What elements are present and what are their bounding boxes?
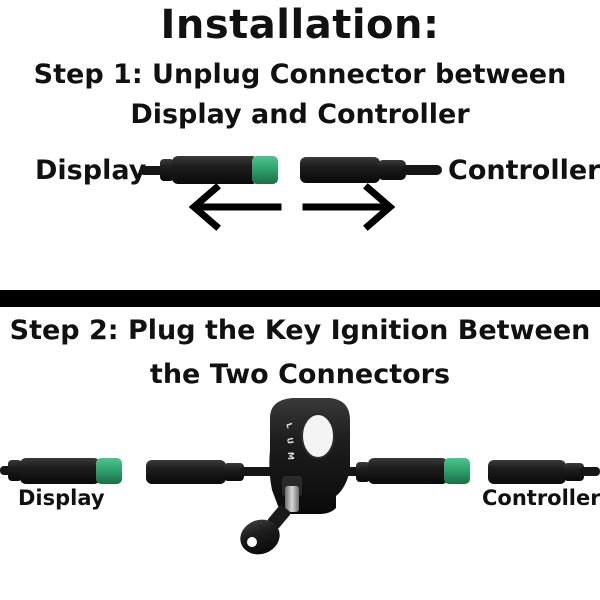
step2-display-label: Display (18, 486, 105, 510)
step1-controller-connector (300, 157, 442, 183)
step2-heading-line1: Step 2: Plug the Key Ignition Between (9, 315, 591, 346)
svg-text:U: U (285, 437, 295, 445)
step1-display-label: Display (35, 155, 147, 186)
step2-controller-label: Controller (482, 486, 600, 510)
step2-display-connector (0, 458, 122, 484)
step2-heading-line2: the Two Connectors (149, 359, 451, 390)
left-arrow-icon (188, 183, 282, 231)
section-divider (0, 290, 600, 307)
key-icon (240, 505, 291, 555)
svg-text:L: L (284, 422, 294, 430)
svg-text:M: M (286, 452, 295, 460)
ignition-left-connector (146, 460, 280, 484)
step1-controller-label: Controller (448, 155, 600, 186)
step1-heading-line2: Display and Controller (130, 99, 470, 130)
step1-heading-line1: Step 1: Unplug Connector between (33, 59, 567, 90)
step1-display-connector (140, 156, 278, 184)
key-ignition-switch (269, 398, 350, 514)
switch-lettering: L U M (284, 422, 295, 460)
right-arrow-icon (302, 183, 396, 231)
page-title: Installation: (160, 2, 440, 48)
step2-controller-connector (488, 460, 600, 484)
